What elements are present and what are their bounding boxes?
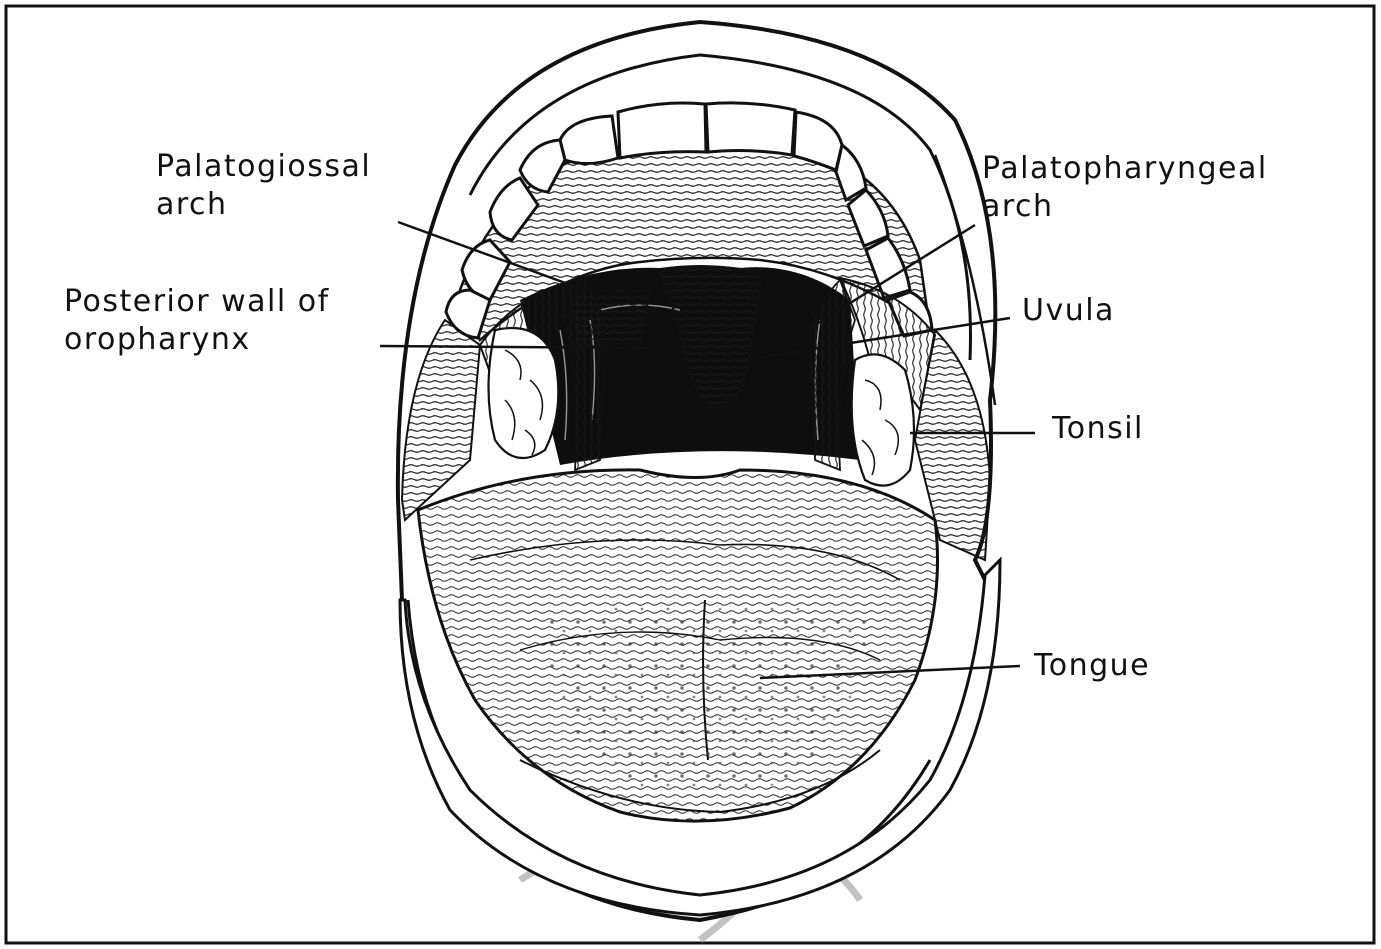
label-palatopharyngeal-line1: Palatopharyngeal	[982, 150, 1268, 188]
label-posterior-wall-of-oropharynx: Posterior wall of oropharynx	[64, 283, 330, 359]
label-posterior-wall-line1: Posterior wall of	[64, 283, 330, 321]
label-tonsil: Tonsil	[1052, 410, 1144, 448]
label-uvula: Uvula	[1022, 292, 1115, 330]
label-posterior-wall-line2: oropharynx	[64, 321, 330, 359]
label-palatoglossal-line2: arch	[156, 186, 371, 224]
label-palatoglossal-line1: Palatogiossal	[156, 148, 371, 186]
tonsil-right	[852, 354, 914, 485]
label-palatoglossal-arch: Palatogiossal arch	[156, 148, 371, 224]
label-palatopharyngeal-line2: arch	[982, 188, 1268, 226]
label-palatopharyngeal-arch: Palatopharyngeal arch	[982, 150, 1268, 226]
label-tongue: Tongue	[1034, 647, 1150, 685]
